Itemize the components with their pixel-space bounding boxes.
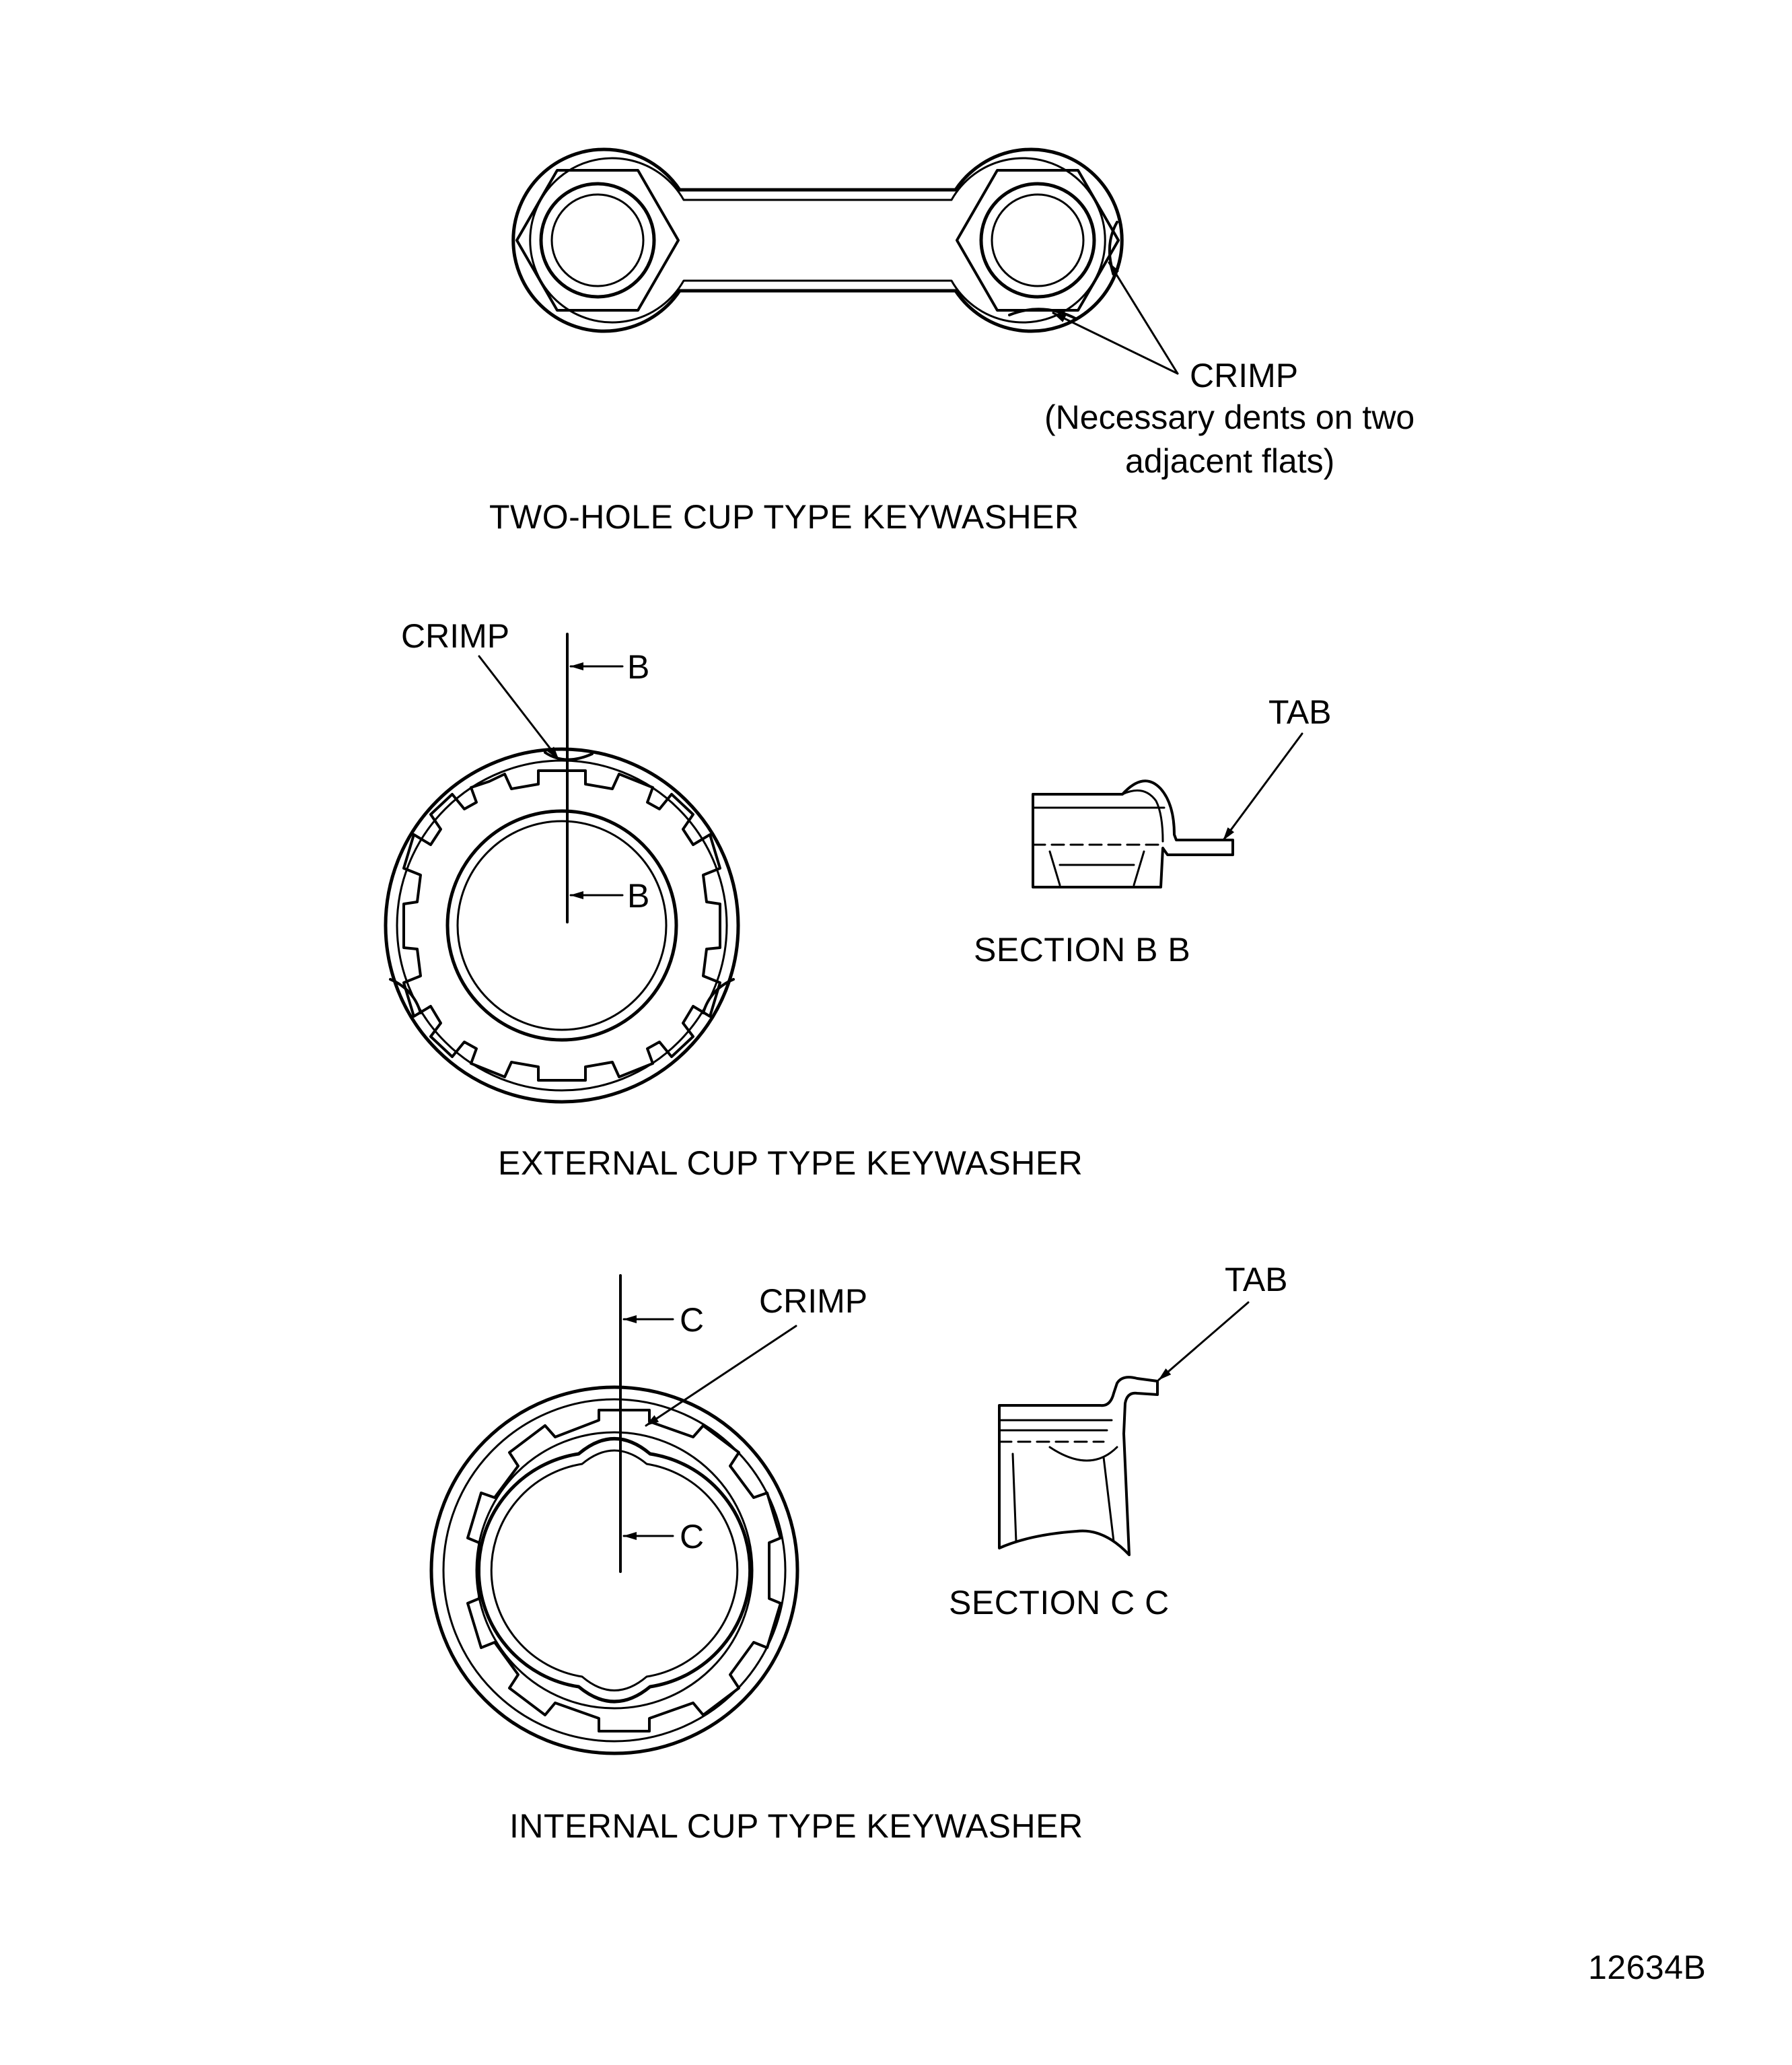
external-crimp-label: CRIMP	[401, 617, 509, 655]
crimp-note-line1: (Necessary dents on two	[1044, 398, 1414, 436]
external-crimp-leader	[478, 655, 560, 761]
external-bore-inner	[456, 820, 668, 1031]
external-keywasher-drawing	[384, 633, 740, 1104]
section-b-tab-fold	[1121, 789, 1164, 843]
external-key-ring	[402, 769, 721, 1082]
internal-keywasher-drawing	[429, 1274, 799, 1755]
crimp-note-line2: adjacent flats)	[1125, 442, 1334, 480]
section-c-tab-label: TAB	[1225, 1261, 1288, 1298]
internal-crimp-label: CRIMP	[759, 1282, 867, 1320]
section-c-body	[998, 1376, 1159, 1556]
internal-bore-inner	[490, 1449, 739, 1691]
two-hole-inner-outline	[529, 157, 1106, 324]
section-c-bore-edges	[1011, 1452, 1115, 1543]
section-mark-b-mid: B	[627, 877, 649, 915]
crimp-leader-bottom	[1052, 312, 1179, 375]
right-hex-nut	[956, 169, 1120, 312]
internal-bore-outer	[476, 1437, 752, 1704]
section-b-tab-label: TAB	[1268, 693, 1332, 731]
external-inner-rim	[396, 759, 728, 1092]
internal-caption: INTERNAL CUP TYPE KEYWASHER	[509, 1807, 1083, 1845]
external-bore-outer	[445, 809, 678, 1042]
two-hole-keywasher-drawing	[511, 147, 1179, 375]
two-hole-outer-outline	[511, 147, 1124, 333]
internal-crimp-leader	[645, 1325, 797, 1427]
internal-key-ring	[466, 1409, 782, 1733]
external-side-dent-left	[389, 978, 422, 1014]
section-b-b-drawing	[1032, 732, 1303, 888]
figure-number: 12634B	[1588, 1949, 1706, 1986]
section-mark-c-top: C	[680, 1301, 704, 1339]
section-b-tab-leader	[1222, 732, 1303, 841]
external-outer-rim	[384, 747, 740, 1104]
right-nut-bore-outer	[979, 182, 1096, 299]
external-caption: EXTERNAL CUP TYPE KEYWASHER	[498, 1144, 1083, 1182]
section-mark-b-top: B	[627, 648, 649, 686]
section-c-caption: SECTION C C	[949, 1584, 1170, 1621]
internal-inner-rim	[442, 1398, 787, 1743]
internal-outer-rim	[429, 1385, 799, 1755]
section-b-body	[1032, 779, 1234, 888]
left-nut-bore-outer	[539, 182, 656, 299]
section-c-tab-leader	[1157, 1301, 1250, 1381]
left-nut-bore-inner	[550, 193, 645, 287]
external-side-dent-right	[702, 978, 735, 1014]
two-hole-caption: TWO-HOLE CUP TYPE KEYWASHER	[489, 498, 1079, 536]
right-nut-bore-inner	[991, 193, 1085, 287]
section-b-bore-edge	[1048, 850, 1145, 886]
crimp-dent-bottom	[1008, 308, 1078, 320]
section-c-crimp-fold	[1048, 1446, 1118, 1462]
section-b-caption: SECTION B B	[974, 931, 1190, 969]
internal-mid-ring	[475, 1431, 754, 1710]
two-hole-crimp-label: CRIMP	[1190, 357, 1298, 394]
crimp-leader-right	[1108, 261, 1179, 375]
section-mark-c-mid: C	[680, 1518, 704, 1555]
left-hex-nut	[515, 169, 680, 312]
section-c-c-drawing	[998, 1301, 1250, 1556]
